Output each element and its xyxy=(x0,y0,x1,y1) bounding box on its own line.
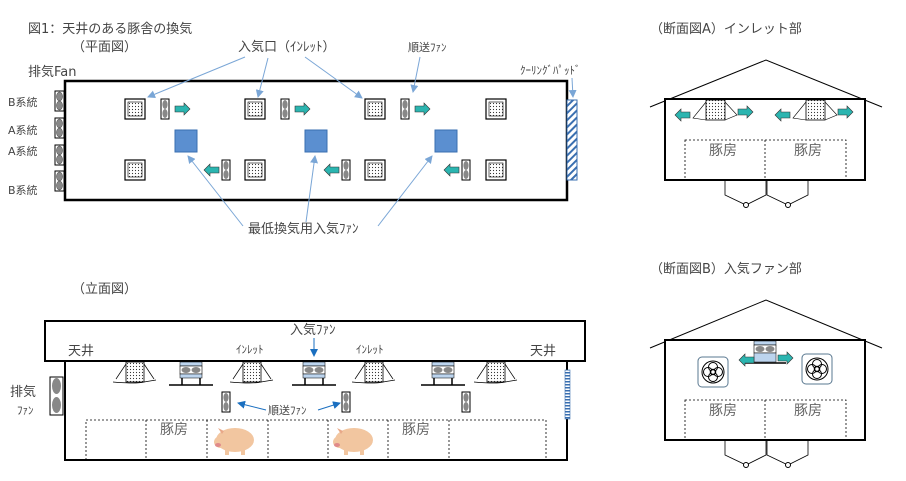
intake-fan-label: 入気ﾌｧﾝ xyxy=(290,322,336,338)
inlet-icon xyxy=(485,98,507,120)
forward-fan-icon xyxy=(461,159,471,181)
exhaust-fan-icon xyxy=(54,144,65,166)
section-a-heading: （断面図A）インレット部 xyxy=(650,22,802,37)
system-label: A系統 xyxy=(8,144,38,158)
exhaust-label: ﾌｧﾝ xyxy=(17,404,34,417)
section-a-view xyxy=(649,59,883,208)
min-vent-fan xyxy=(304,129,328,153)
min-vent-fan xyxy=(434,129,458,153)
exhaust-fan-icon xyxy=(54,170,65,192)
inlet-icon xyxy=(705,99,726,121)
forward-fan-icon xyxy=(280,98,290,120)
pen-label: 豚房 xyxy=(794,403,822,419)
pen-label: 豚房 xyxy=(402,422,430,438)
inlet-icon xyxy=(805,99,826,121)
forward-fan-icon xyxy=(400,98,410,120)
inlet-icon xyxy=(124,98,146,120)
inlet-icon xyxy=(364,159,386,181)
intake-fan-icon xyxy=(753,340,777,346)
forward-fan-label: 順送ﾌｧﾝ xyxy=(268,403,307,417)
forward-fan-icon xyxy=(160,98,170,120)
min-vent-fan-label: 最低換気用入気ﾌｧﾝ xyxy=(248,221,359,237)
inlet-icon xyxy=(364,98,386,120)
forward-fan-icon xyxy=(221,391,231,413)
cooling-pad xyxy=(564,369,571,420)
system-label: B系統 xyxy=(8,95,38,109)
figure-title: 図1：天井のある豚舎の換気 xyxy=(28,21,192,37)
exhaust-fan-icon xyxy=(54,90,65,112)
elevation-view xyxy=(44,320,586,461)
inlet-icon xyxy=(124,159,146,181)
exhaust-label: 排気 xyxy=(10,384,36,400)
inlet-icon xyxy=(244,98,266,120)
system-label: B系統 xyxy=(8,183,38,197)
ceiling-label: 天井 xyxy=(68,344,94,359)
forward-fan-label: 順送ﾌｧﾝ xyxy=(408,40,447,54)
system-label: A系統 xyxy=(8,123,38,137)
section-b-heading: （断面図B）入気ファン部 xyxy=(650,261,802,277)
inlet-icon xyxy=(244,159,266,181)
plan-heading: （平面図） xyxy=(72,40,137,55)
callout-lines xyxy=(147,56,577,227)
inlet-label: ｲﾝﾚｯﾄ xyxy=(356,343,384,356)
cooling-pad-label: ｸｰﾘﾝｸﾞﾊﾟｯﾄﾞ xyxy=(520,64,581,77)
exhaust-fan-label: 排気Fan xyxy=(28,64,77,80)
forward-fan-icon xyxy=(341,159,351,181)
pen-label: 豚房 xyxy=(794,143,822,159)
forward-fan-icon xyxy=(341,391,351,413)
forward-fan-icon xyxy=(221,159,231,181)
inlet-label: 入気口（ｲﾝﾚｯﾄ） xyxy=(238,39,336,55)
pen-label: 豚房 xyxy=(160,422,188,438)
circulation-fan-icon xyxy=(697,356,729,388)
pen-label: 豚房 xyxy=(709,143,737,159)
elevation-heading: （立面図） xyxy=(72,282,137,297)
circulation-fan-icon xyxy=(801,353,833,385)
inlet-icon xyxy=(485,159,507,181)
ceiling-label: 天井 xyxy=(530,344,556,359)
exhaust-fan-icon xyxy=(54,117,65,139)
cooling-pad xyxy=(566,99,578,181)
min-vent-fan xyxy=(174,129,198,153)
inlet-label: ｲﾝﾚｯﾄ xyxy=(236,343,264,356)
section-b-view xyxy=(649,299,883,468)
forward-fan-icon xyxy=(461,391,471,413)
plan-view xyxy=(54,56,578,227)
pen-label: 豚房 xyxy=(709,403,737,419)
